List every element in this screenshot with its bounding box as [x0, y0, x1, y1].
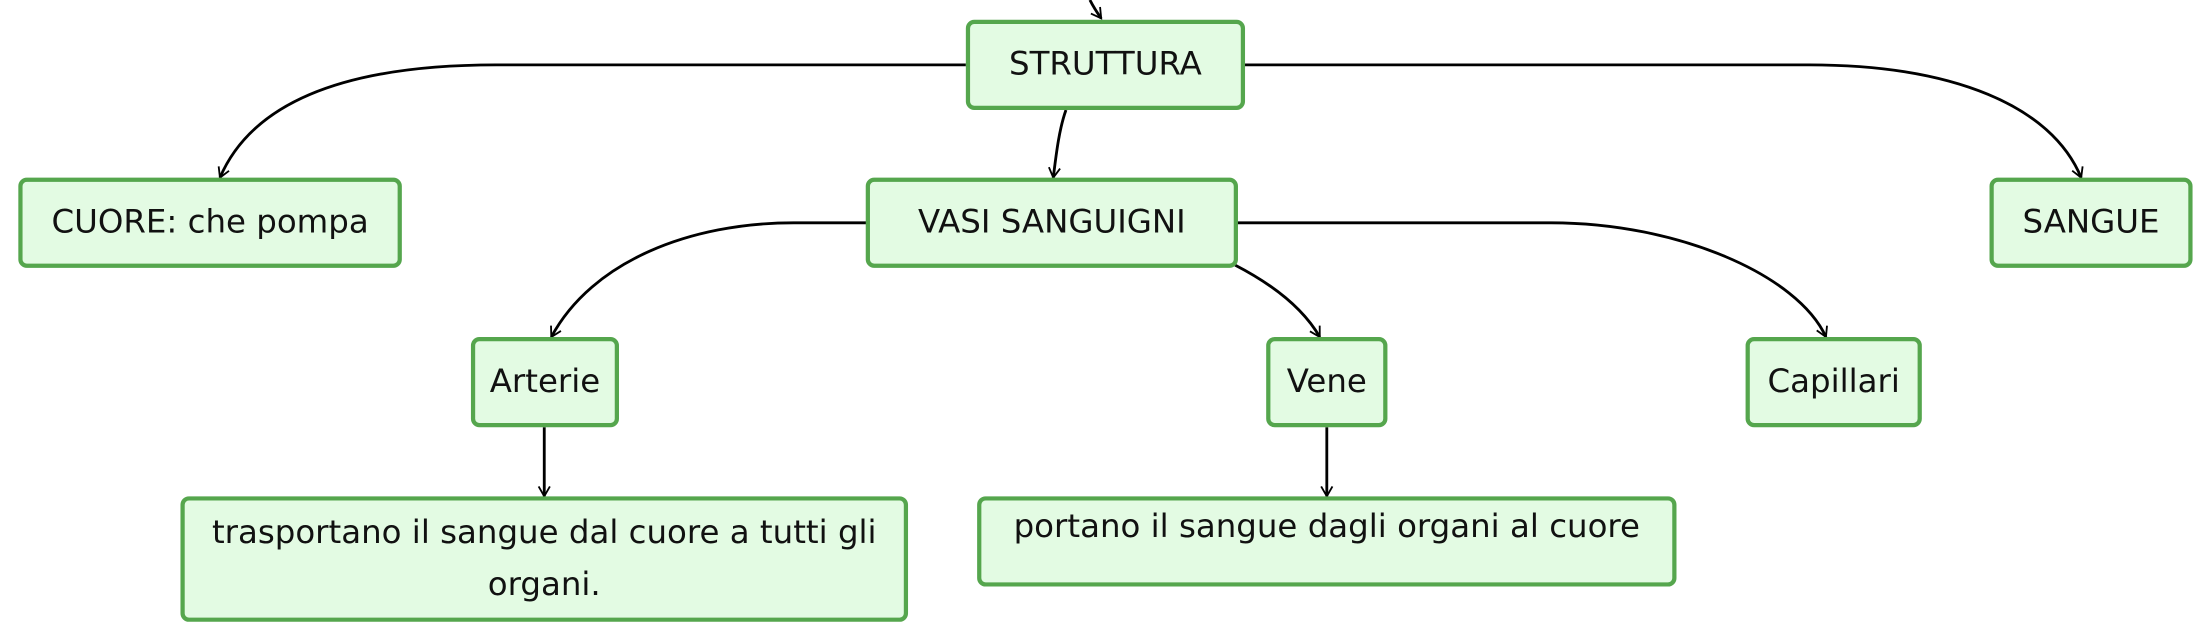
- node-arterie-description[interactable]: trasportano il sangue dal cuore a tutti …: [180, 496, 909, 622]
- node-sangue[interactable]: SANGUE: [1989, 177, 2193, 268]
- edge-vasi-to-arterie: [550, 221, 868, 339]
- edge-vasi-to-capillari: [1236, 221, 1828, 339]
- node-cuore[interactable]: CUORE: che pompa: [18, 177, 402, 268]
- node-struttura[interactable]: STRUTTURA: [965, 19, 1246, 110]
- edge-vasi-to-vene: [1234, 263, 1321, 339]
- edge-incoming-to-struttura: [1088, 0, 1103, 20]
- edge-struttura-to-cuore: [217, 63, 966, 180]
- node-vasi-sanguigni[interactable]: VASI SANGUIGNI: [865, 177, 1238, 268]
- edge-struttura-to-vasi: [1048, 109, 1068, 180]
- node-arterie[interactable]: Arterie: [470, 336, 619, 428]
- node-vene[interactable]: Vene: [1266, 336, 1388, 428]
- edge-struttura-to-sangue: [1243, 63, 2084, 180]
- node-vene-description[interactable]: portano il sangue dagli organi al cuore: [977, 496, 1677, 587]
- node-capillari[interactable]: Capillari: [1745, 336, 1922, 428]
